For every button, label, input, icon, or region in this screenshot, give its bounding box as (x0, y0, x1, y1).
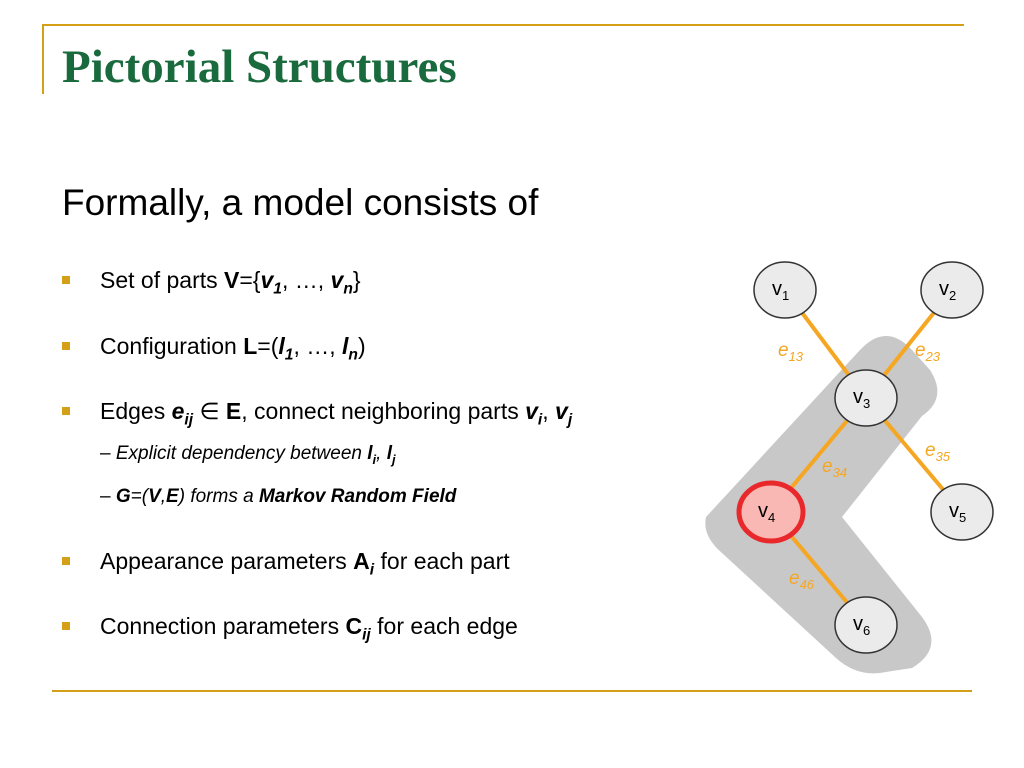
slide-subtitle: Formally, a model consists of (62, 182, 539, 223)
edge-label-e46: e46 (789, 568, 815, 592)
bullet-square-icon (62, 407, 70, 415)
node-label-v1: v1 (772, 278, 789, 303)
node-label-v5: v5 (949, 500, 966, 525)
node-v1-circle (753, 261, 817, 319)
bullet-square-icon (62, 557, 70, 565)
top-rule (42, 24, 964, 26)
left-rule (42, 24, 44, 94)
node-label-v3: v3 (853, 386, 870, 411)
sub-bullet-mrf: – G=(V,E) forms a Markov Random Field (100, 486, 457, 507)
slide-title: Pictorial Structures (62, 41, 457, 93)
node-label-v4: v4 (758, 500, 775, 525)
bullet-square-icon (62, 276, 70, 284)
node-label-v2: v2 (939, 278, 956, 303)
edge-label-e13: e13 (778, 340, 804, 364)
sub-bullet-dependency: – Explicit dependency between li, lj (100, 443, 396, 467)
node-v4-circle (736, 480, 806, 544)
node-v3-circle (834, 369, 898, 427)
node-v2-circle (920, 261, 984, 319)
node-label-v6: v6 (853, 613, 870, 638)
node-v5-circle (930, 483, 994, 541)
edge-label-e35: e35 (925, 440, 951, 464)
edge-label-e23: e23 (915, 340, 941, 364)
edge-label-e34: e34 (822, 456, 847, 480)
node-v6-circle (834, 596, 898, 654)
bottom-rule (52, 690, 972, 692)
bullet-square-icon (62, 622, 70, 630)
bullet-square-icon (62, 342, 70, 350)
